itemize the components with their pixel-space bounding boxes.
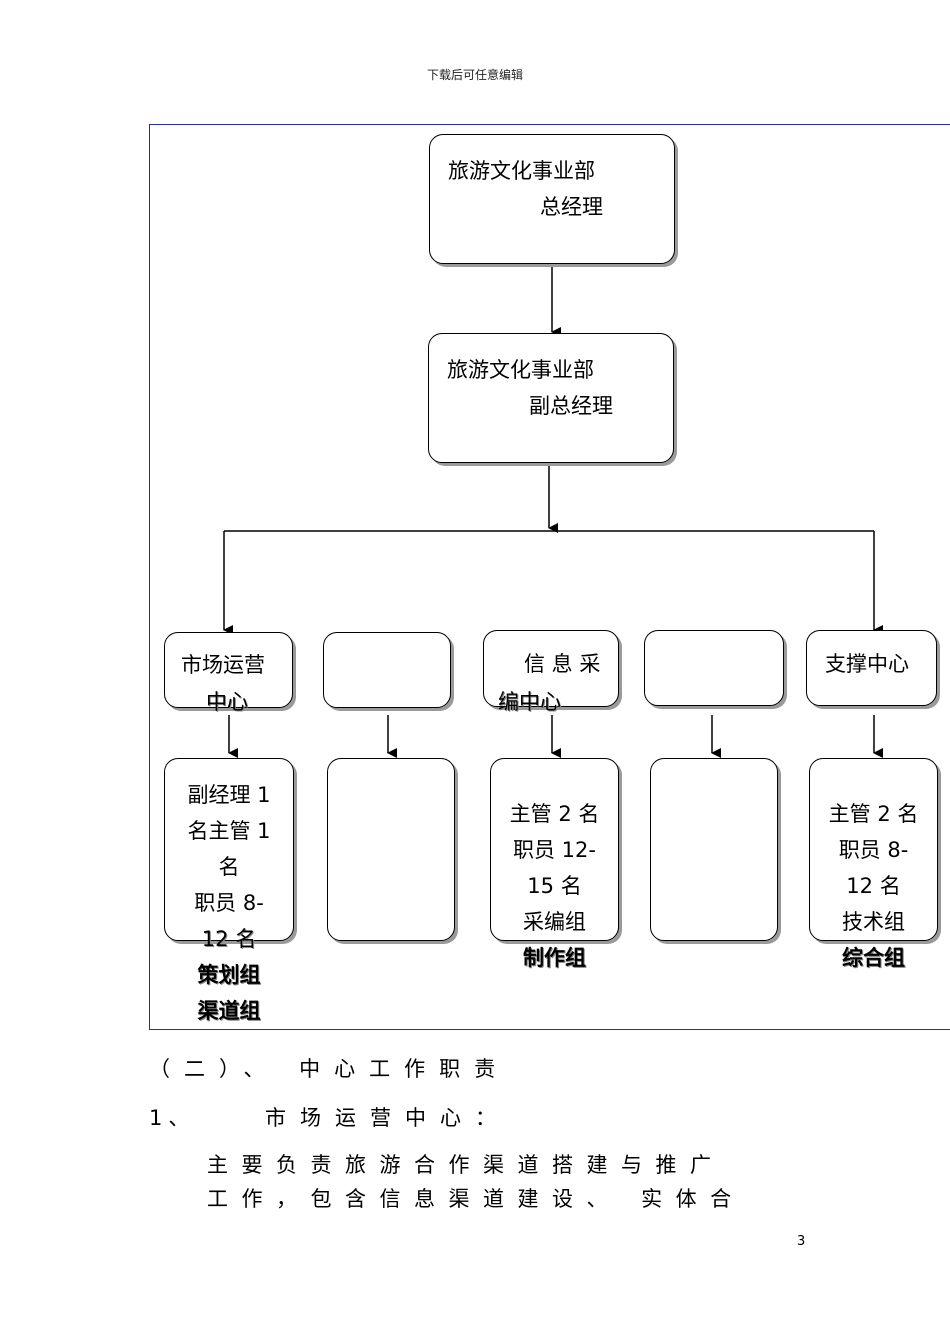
staff-line: 主管 2 名 [828, 802, 919, 826]
center-label-support: 支撑中心 [825, 652, 909, 676]
item-number: 1、 [149, 1106, 196, 1130]
staff-group: 策划组 [197, 963, 261, 987]
section-heading: （二）、 中心工作职责 [149, 1057, 510, 1081]
general-manager-title: 总经理 [540, 195, 603, 219]
staff-box-empty-2 [650, 758, 778, 941]
staff-list-info-collect: 主管 2 名 职员 12- 15 名 采编组 制作组 [490, 796, 619, 976]
staff-line: 主管 2 名 [509, 802, 600, 826]
staff-line: 12 名 [201, 927, 257, 951]
center-label-info-collect-1: 信 息 采 [524, 652, 601, 676]
staff-line: 职员 12- [513, 838, 596, 862]
staff-list-market-ops: 副经理 1 名主管 1 名 职员 8- 12 名 策划组 渠道组 [164, 777, 294, 1029]
center-box-info-collect [483, 630, 619, 707]
staff-group: 技术组 [842, 910, 905, 934]
center-box-empty-2 [644, 630, 784, 706]
staff-group: 渠道组 [197, 999, 261, 1023]
paragraph-line-1: 主要负责旅游合作渠道搭建与推广 [207, 1153, 725, 1177]
page-number: 3 [797, 1234, 806, 1249]
center-label-market-ops-1: 市场运营 [181, 653, 265, 677]
staff-line: 名主管 1 [187, 819, 271, 843]
paragraph-line-2: 工作，包含信息渠道建设、 实体合 [207, 1187, 745, 1211]
staff-line: 12 名 [846, 874, 901, 898]
center-box-empty-1 [323, 632, 451, 708]
staff-box-market-ops [164, 758, 294, 941]
center-label-market-ops-2: 中心 [206, 690, 248, 714]
center-label-info-collect-2: 编中心 [498, 690, 561, 714]
general-manager-box: 旅游文化事业部 总经理 [429, 134, 675, 264]
center-box-market-ops [164, 632, 293, 708]
staff-box-empty-1 [327, 758, 455, 941]
org-chart-frame [149, 124, 950, 1030]
staff-box-info-collect [490, 758, 619, 941]
staff-line: 15 名 [527, 874, 582, 898]
deputy-manager-title: 副总经理 [529, 394, 613, 418]
general-manager-dept: 旅游文化事业部 [448, 159, 595, 183]
staff-line: 职员 8- [194, 891, 264, 915]
deputy-manager-box: 旅游文化事业部 副总经理 [428, 333, 674, 463]
staff-group: 采编组 [523, 910, 586, 934]
staff-group: 制作组 [523, 946, 586, 970]
staff-group: 综合组 [842, 946, 905, 970]
page-header: 下载后可任意编辑 [426, 68, 523, 82]
staff-line: 副经理 1 [187, 783, 271, 807]
deputy-manager-dept: 旅游文化事业部 [447, 358, 594, 382]
center-box-support [806, 630, 937, 706]
staff-list-support: 主管 2 名 职员 8- 12 名 技术组 综合组 [809, 796, 938, 976]
staff-line: 名 [218, 855, 240, 879]
staff-box-support [809, 758, 938, 941]
item-title: 市场运营中心： [265, 1106, 510, 1130]
staff-line: 职员 8- [838, 838, 909, 862]
